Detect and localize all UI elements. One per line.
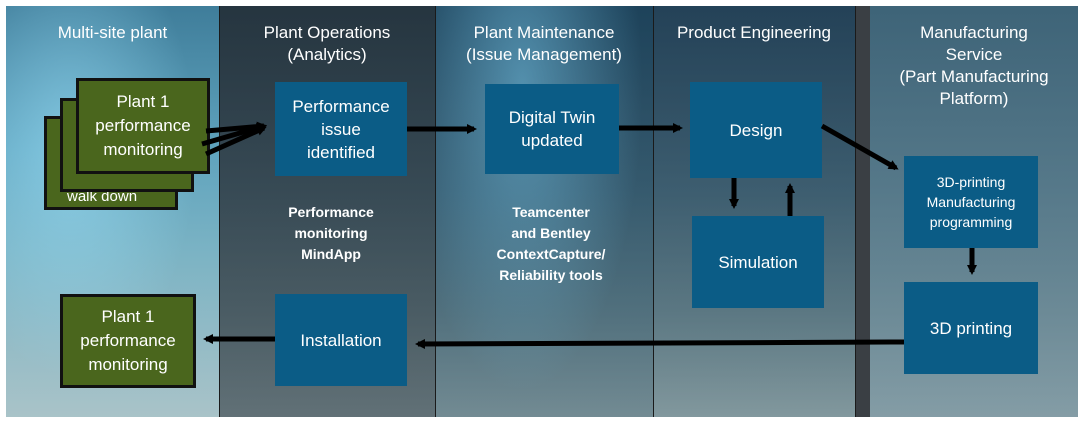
lane-product-engineering — [653, 6, 855, 417]
header-plant-maintenance: Plant Maintenance (Issue Management) — [466, 23, 622, 64]
stacked-plant-card-text: walk down — [67, 188, 138, 205]
digital-twin-box: Digital Twin updated — [485, 84, 619, 174]
plant1-monitoring-top: Plant 1 performance monitoring — [76, 78, 210, 174]
lane-border — [435, 6, 436, 417]
installation-box: Installation — [275, 294, 407, 386]
arrow-printing-to-installation — [415, 338, 905, 349]
plant1-monitoring-bottom: Plant 1 performance monitoring — [60, 294, 196, 388]
arrow-design-to-programming — [820, 123, 899, 171]
design-box: Design — [690, 82, 822, 178]
header-product-engineering: Product Engineering — [676, 23, 832, 42]
arrow-plant-to-issue-1 — [204, 125, 267, 157]
arrow-plant-to-issue-3 — [205, 121, 267, 134]
lane-plant-maintenance — [435, 6, 653, 417]
mindapp-note: Performance monitoring MindApp — [288, 204, 374, 262]
header-plant-operations: Plant Operations (Analytics) — [263, 23, 391, 64]
printing-box: 3D printing — [904, 282, 1038, 374]
printing-programming-box: 3D-printing Manufacturing programming — [904, 156, 1038, 248]
lane-border — [653, 6, 654, 417]
teamcenter-note: Teamcenter and Bentley ContextCapture/ R… — [496, 204, 606, 283]
performance-issue-box: Performance issue identified — [275, 82, 407, 176]
header-manufacturing-service: Manufacturing Service (Part Manufacturin… — [899, 23, 1049, 108]
diagram-stage: Multi-site plant Plant Operations (Analy… — [6, 6, 1078, 417]
lane-divider-bar — [855, 6, 870, 417]
lane-border — [855, 6, 856, 417]
connector-arrows — [201, 121, 977, 349]
lane-border — [219, 6, 220, 417]
simulation-box: Simulation — [692, 216, 824, 308]
header-multi-site-plant: Multi-site plant — [57, 23, 168, 42]
